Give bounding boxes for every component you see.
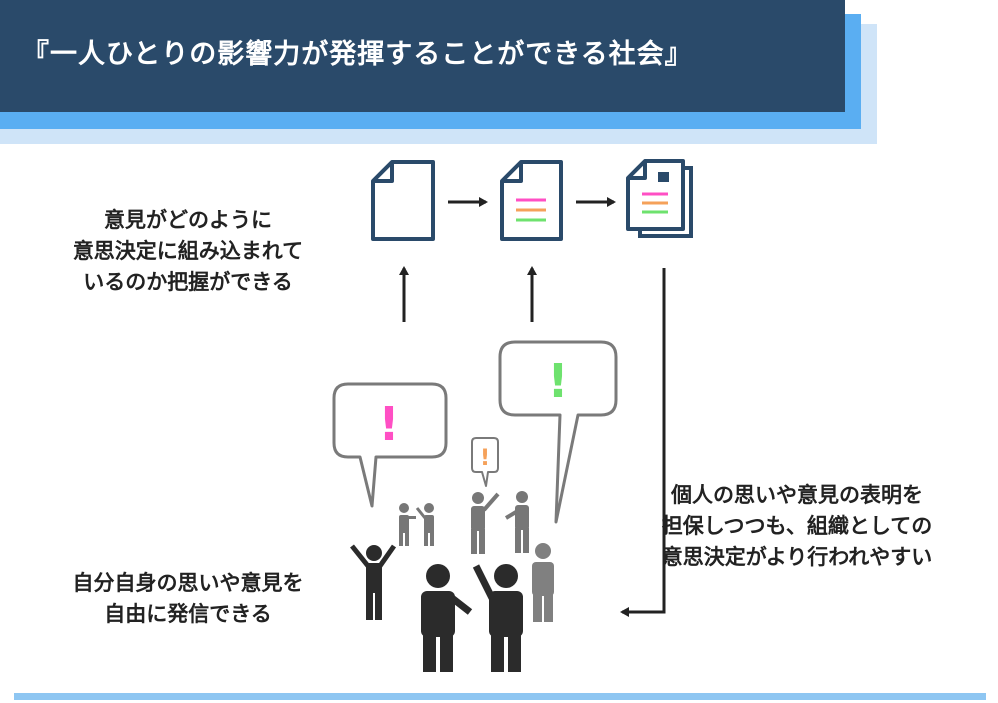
bottom-divider <box>14 693 986 700</box>
exclamation-orange: ! <box>480 446 490 471</box>
speech-bubble-pink <box>332 382 448 508</box>
exclamation-green: ! <box>548 354 569 408</box>
page-title: 『一人ひとりの影響力が発揮することができる社会』 <box>22 39 693 70</box>
person-small-right-icon <box>415 503 434 546</box>
blank-document-icon <box>371 160 435 241</box>
person-large-raising-hand-icon <box>472 564 523 672</box>
title-banner <box>0 0 845 112</box>
person-large-presenting-icon <box>421 564 473 672</box>
person-gray-standing-icon <box>532 543 554 622</box>
exclamation-pink: ! <box>379 397 400 451</box>
person-medium-raising-hand-icon <box>471 492 500 554</box>
person-cheering-icon <box>350 544 397 620</box>
person-small-left-icon <box>399 503 416 546</box>
final-documents-icon <box>626 159 693 238</box>
caption-free-expression: 自分自身の思いや意見を 自由に発信できる <box>72 571 304 626</box>
speech-bubble-green <box>498 340 618 524</box>
arrow-return <box>620 268 666 617</box>
draft-document-icon <box>500 160 563 241</box>
speech-bubble-orange <box>471 437 499 487</box>
person-medium-talking-icon <box>504 491 529 553</box>
caption-understand-decision: 意見がどのように 意思決定に組み込まれて いるのか把握ができる <box>72 208 304 294</box>
caption-organization-decision: 個人の思いや意見の表明を 担保しつつも、組織としての 意思決定がより行われやすい <box>661 483 933 569</box>
